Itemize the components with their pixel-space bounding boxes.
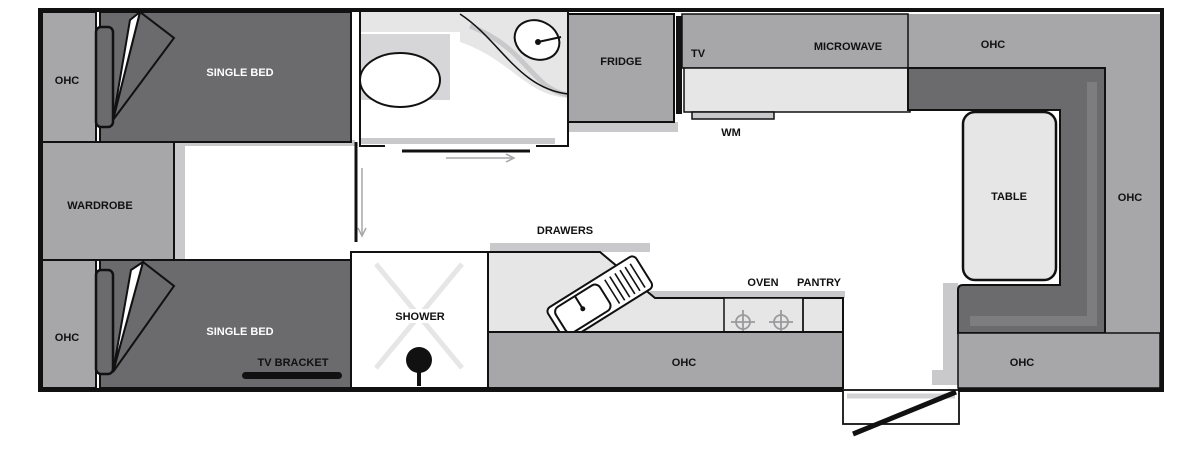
toilet-door-arrow-head	[505, 153, 516, 163]
ohc-bottom-left-label: OHC	[55, 332, 80, 344]
table-label: TABLE	[991, 191, 1027, 203]
kitchen-sink	[546, 255, 654, 341]
ohc-bottom-left-cabinet	[41, 259, 97, 389]
dinette-seat-inner-shade	[970, 82, 1097, 326]
wardrobe-label: WARDROBE	[67, 200, 132, 212]
ohc-top-left-cabinet	[41, 11, 97, 143]
pillow-top	[94, 25, 115, 129]
ohc-bottom-right-cabinet	[957, 332, 1161, 389]
washing-machine	[691, 111, 775, 120]
bed-top-fold-highlight	[112, 9, 142, 121]
oven-label: OVEN	[747, 277, 778, 289]
shower-label-plate	[372, 309, 468, 323]
oven-cooktop	[723, 297, 804, 333]
dining-table	[961, 110, 1058, 282]
ohc-bottom-middle-cabinet	[487, 331, 844, 389]
pantry-label: PANTRY	[797, 277, 842, 289]
tv-bracket	[242, 372, 342, 379]
burner-right	[769, 310, 793, 334]
drawers-label: DRAWERS	[537, 225, 593, 237]
vanity-counter-edge	[459, 13, 569, 95]
fridge-cabinet	[567, 13, 675, 123]
burner-left	[731, 310, 755, 334]
toilet-bowl	[359, 52, 441, 108]
tv-label: TV	[691, 48, 706, 60]
shower-label: SHOWER	[395, 311, 445, 323]
ohc-top-left-label: OHC	[55, 75, 80, 87]
counter-top-right	[683, 67, 911, 113]
outer-wall	[38, 8, 1164, 392]
ohc-bottom-middle-label: OHC	[672, 357, 697, 369]
microwave-label: MICROWAVE	[814, 41, 882, 53]
basin-tap	[537, 36, 562, 43]
bed-bottom-fold-highlight	[112, 259, 145, 373]
bedroom-door-arrow-head	[357, 227, 367, 238]
entry-door	[852, 389, 957, 437]
ohc-bottom-right-label: OHC	[1010, 357, 1035, 369]
single-bed-bottom-label: SINGLE BED	[206, 326, 273, 338]
tv-bracket-label: TV BRACKET	[258, 357, 329, 369]
single-bed-top-label: SINGLE BED	[206, 67, 273, 79]
wm-label: WM	[721, 127, 741, 139]
fridge-label: FRIDGE	[600, 56, 642, 68]
ohc-right-label: OHC	[1118, 192, 1143, 204]
ohc-top-right-label: OHC	[981, 39, 1006, 51]
pillow-bottom	[94, 268, 115, 376]
